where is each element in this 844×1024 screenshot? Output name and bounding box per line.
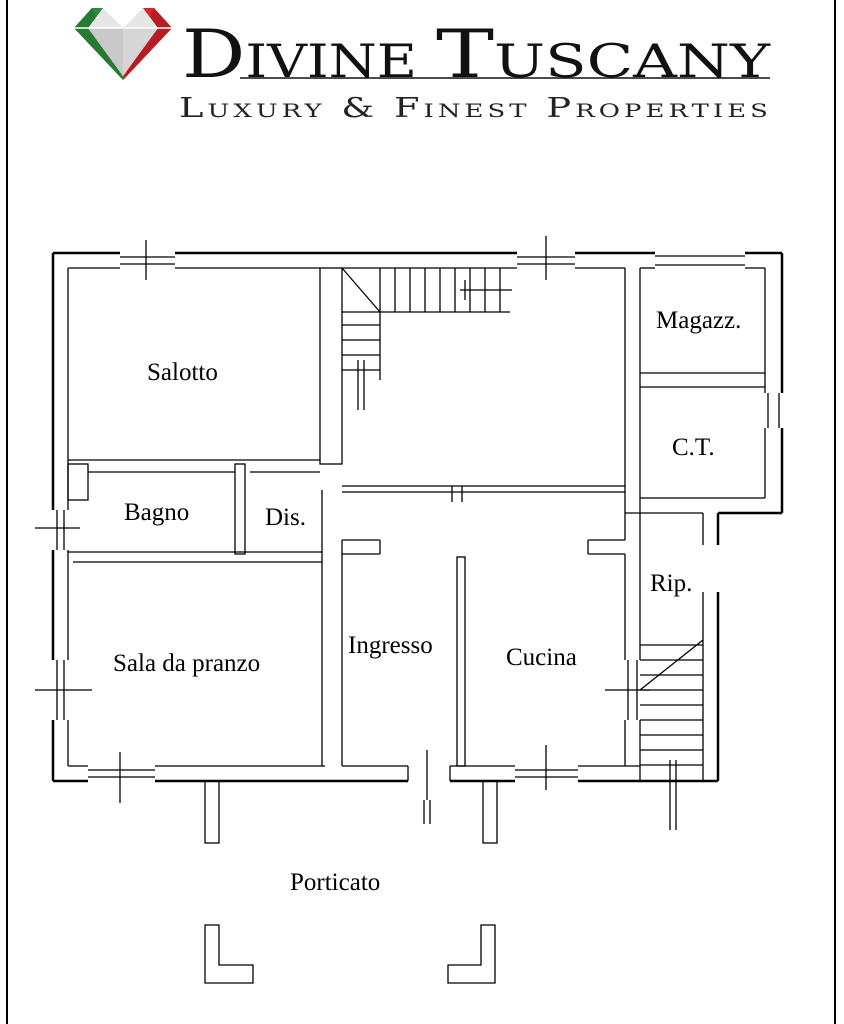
room-label-disimpegno: Dis. <box>265 504 306 531</box>
room-label-centrale-termica: C.T. <box>672 434 715 461</box>
room-label-porticato: Porticato <box>290 869 380 896</box>
diamond-icon <box>74 8 172 80</box>
brand-name-first: Divine <box>182 16 417 93</box>
room-label-ripostiglio: Rip. <box>650 570 692 597</box>
room-label-salotto: Salotto <box>147 359 218 386</box>
room-label-sala-da-pranzo: Sala da pranzo <box>113 650 260 677</box>
room-label-magazzino: Magazz. <box>656 307 741 334</box>
main-staircase <box>341 267 512 410</box>
outer-walls <box>35 236 784 824</box>
page-border <box>6 0 836 1024</box>
brand-name-second: Tuscany <box>436 16 771 93</box>
room-label-bagno: Bagno <box>124 499 189 526</box>
room-label-ingresso: Ingresso <box>348 632 433 659</box>
brand-tagline: Luxury & Finest Properties <box>179 93 772 124</box>
brand-logo: Divine Tuscany Luxury & Finest Propertie… <box>74 8 772 124</box>
room-label-cucina: Cucina <box>506 644 577 671</box>
interior-walls <box>67 267 765 781</box>
side-staircase <box>639 639 704 830</box>
porch-columns <box>204 780 498 984</box>
floor-plan: Salotto Magazz. C.T. Bagno Dis. Rip. Ing… <box>35 236 784 984</box>
